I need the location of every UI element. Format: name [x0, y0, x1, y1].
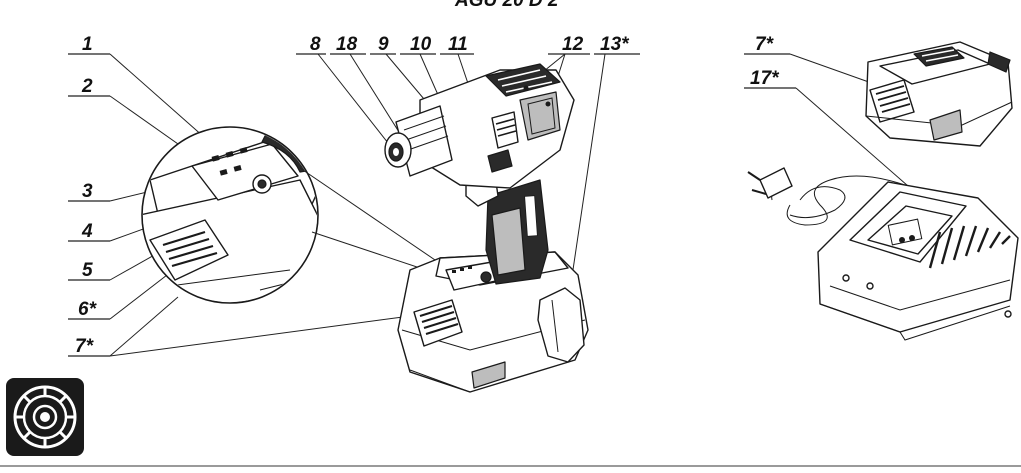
callout-7-right: 7* [755, 34, 775, 55]
callout-6: 6* [78, 299, 98, 320]
plug [759, 167, 793, 199]
magnifier-leader-top [299, 167, 439, 263]
callout-4: 4 [81, 221, 93, 242]
charger [747, 167, 1019, 341]
impact-driver [384, 63, 589, 393]
battery-pack [865, 41, 1013, 147]
callout-11: 11 [448, 34, 468, 55]
callout-3: 3 [82, 181, 93, 202]
magnifier-detail [141, 126, 319, 304]
callout-7-left: 7* [75, 336, 95, 357]
callout-9: 9 [378, 34, 389, 55]
magnifier-leader-bottom [311, 231, 433, 273]
belt-clip [537, 287, 585, 363]
brushless-motor-icon [6, 378, 84, 456]
top-callouts: 8 18 9 10 11 12 13* [296, 34, 640, 55]
callout-5: 5 [82, 260, 93, 281]
callout-13: 13* [600, 34, 630, 55]
callout-8: 8 [310, 34, 321, 55]
callout-10: 10 [410, 34, 432, 55]
diagram-title: AGU 20 D 2 [454, 0, 559, 11]
callout-17: 17* [750, 68, 780, 89]
callout-12: 12 [562, 34, 584, 55]
page-divider [0, 465, 1021, 467]
callout-18: 18 [336, 34, 358, 55]
left-callouts: 1 2 3 4 5 6* 7* [68, 34, 110, 357]
callout-2: 2 [81, 76, 93, 97]
right-callouts: 7* 17* [744, 34, 909, 187]
callout-1: 1 [82, 34, 93, 55]
